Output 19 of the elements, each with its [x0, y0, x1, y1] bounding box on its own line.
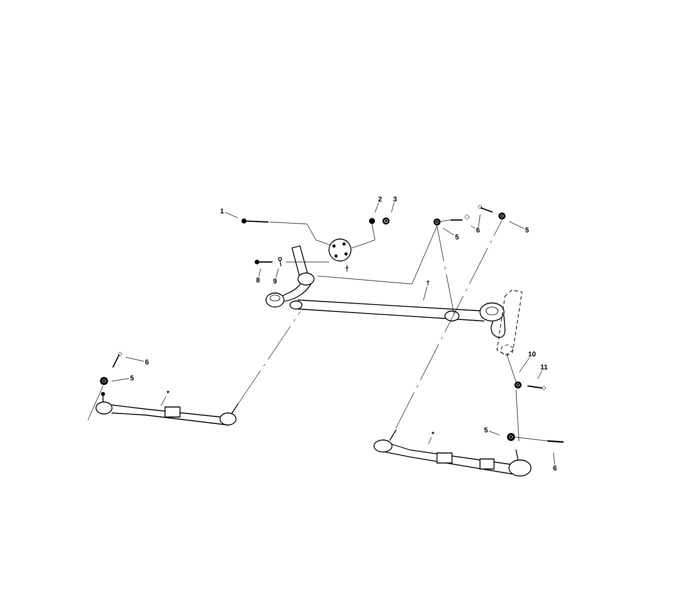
leader-line [374, 202, 379, 213]
leader-line [538, 370, 542, 379]
leader-line [478, 214, 480, 227]
leader-line [224, 212, 238, 218]
leader-line [488, 430, 500, 436]
leader-line [442, 228, 454, 236]
leader-line [423, 286, 428, 300]
leader-line [126, 357, 144, 362]
leader-line [258, 268, 261, 277]
leader-line [391, 202, 394, 212]
leader-line [509, 221, 524, 229]
leader-line [112, 378, 130, 382]
leader-line [553, 452, 555, 465]
leader-line [160, 396, 166, 406]
leader-line [428, 437, 432, 444]
leader-line [519, 357, 530, 372]
leader-line [346, 264, 348, 270]
leader-line [276, 268, 279, 278]
leader-line [470, 226, 476, 228]
